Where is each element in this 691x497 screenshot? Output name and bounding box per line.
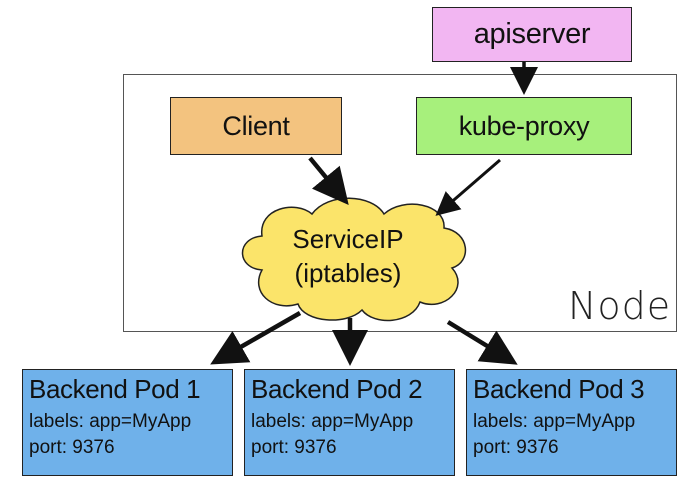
client-label: Client [222,110,290,141]
backend-pod-2: Backend Pod 2 labels: app=MyApp port: 93… [244,369,455,476]
node-label: Node [568,284,672,328]
service-label: ServiceIP (iptables) [258,222,438,290]
apiserver-box: apiserver [432,7,632,62]
pod-labels: labels: app=MyApp [29,411,192,432]
service-label-line-1: ServiceIP [292,224,404,254]
pod-port: port: 9376 [29,437,115,458]
arrow-client-to-service [308,156,349,205]
service-label-line-2: (iptables) [294,258,402,288]
pod-labels: labels: app=MyApp [251,411,414,432]
pod-title: Backend Pod 3 [473,374,645,404]
apiserver-label: apiserver [473,18,591,50]
arrow-kube-proxy-to-service [435,158,501,216]
service-cloud [241,197,467,322]
kube-proxy-label: kube-proxy [458,110,590,141]
pod-labels: labels: app=MyApp [473,411,636,432]
backend-pod-3: Backend Pod 3 labels: app=MyApp port: 93… [466,369,677,476]
pod-title: Backend Pod 2 [251,374,423,404]
client-box: Client [170,97,342,155]
node-boundary [123,74,677,332]
kube-proxy-box: kube-proxy [416,97,632,155]
arrow-service-to-pod-3 [446,320,518,365]
pod-title: Backend Pod 1 [29,374,201,404]
pod-port: port: 9376 [251,437,337,458]
pod-port: port: 9376 [473,437,559,458]
arrow-service-to-pod-1 [210,311,302,365]
backend-pod-1: Backend Pod 1 labels: app=MyApp port: 93… [22,369,233,476]
